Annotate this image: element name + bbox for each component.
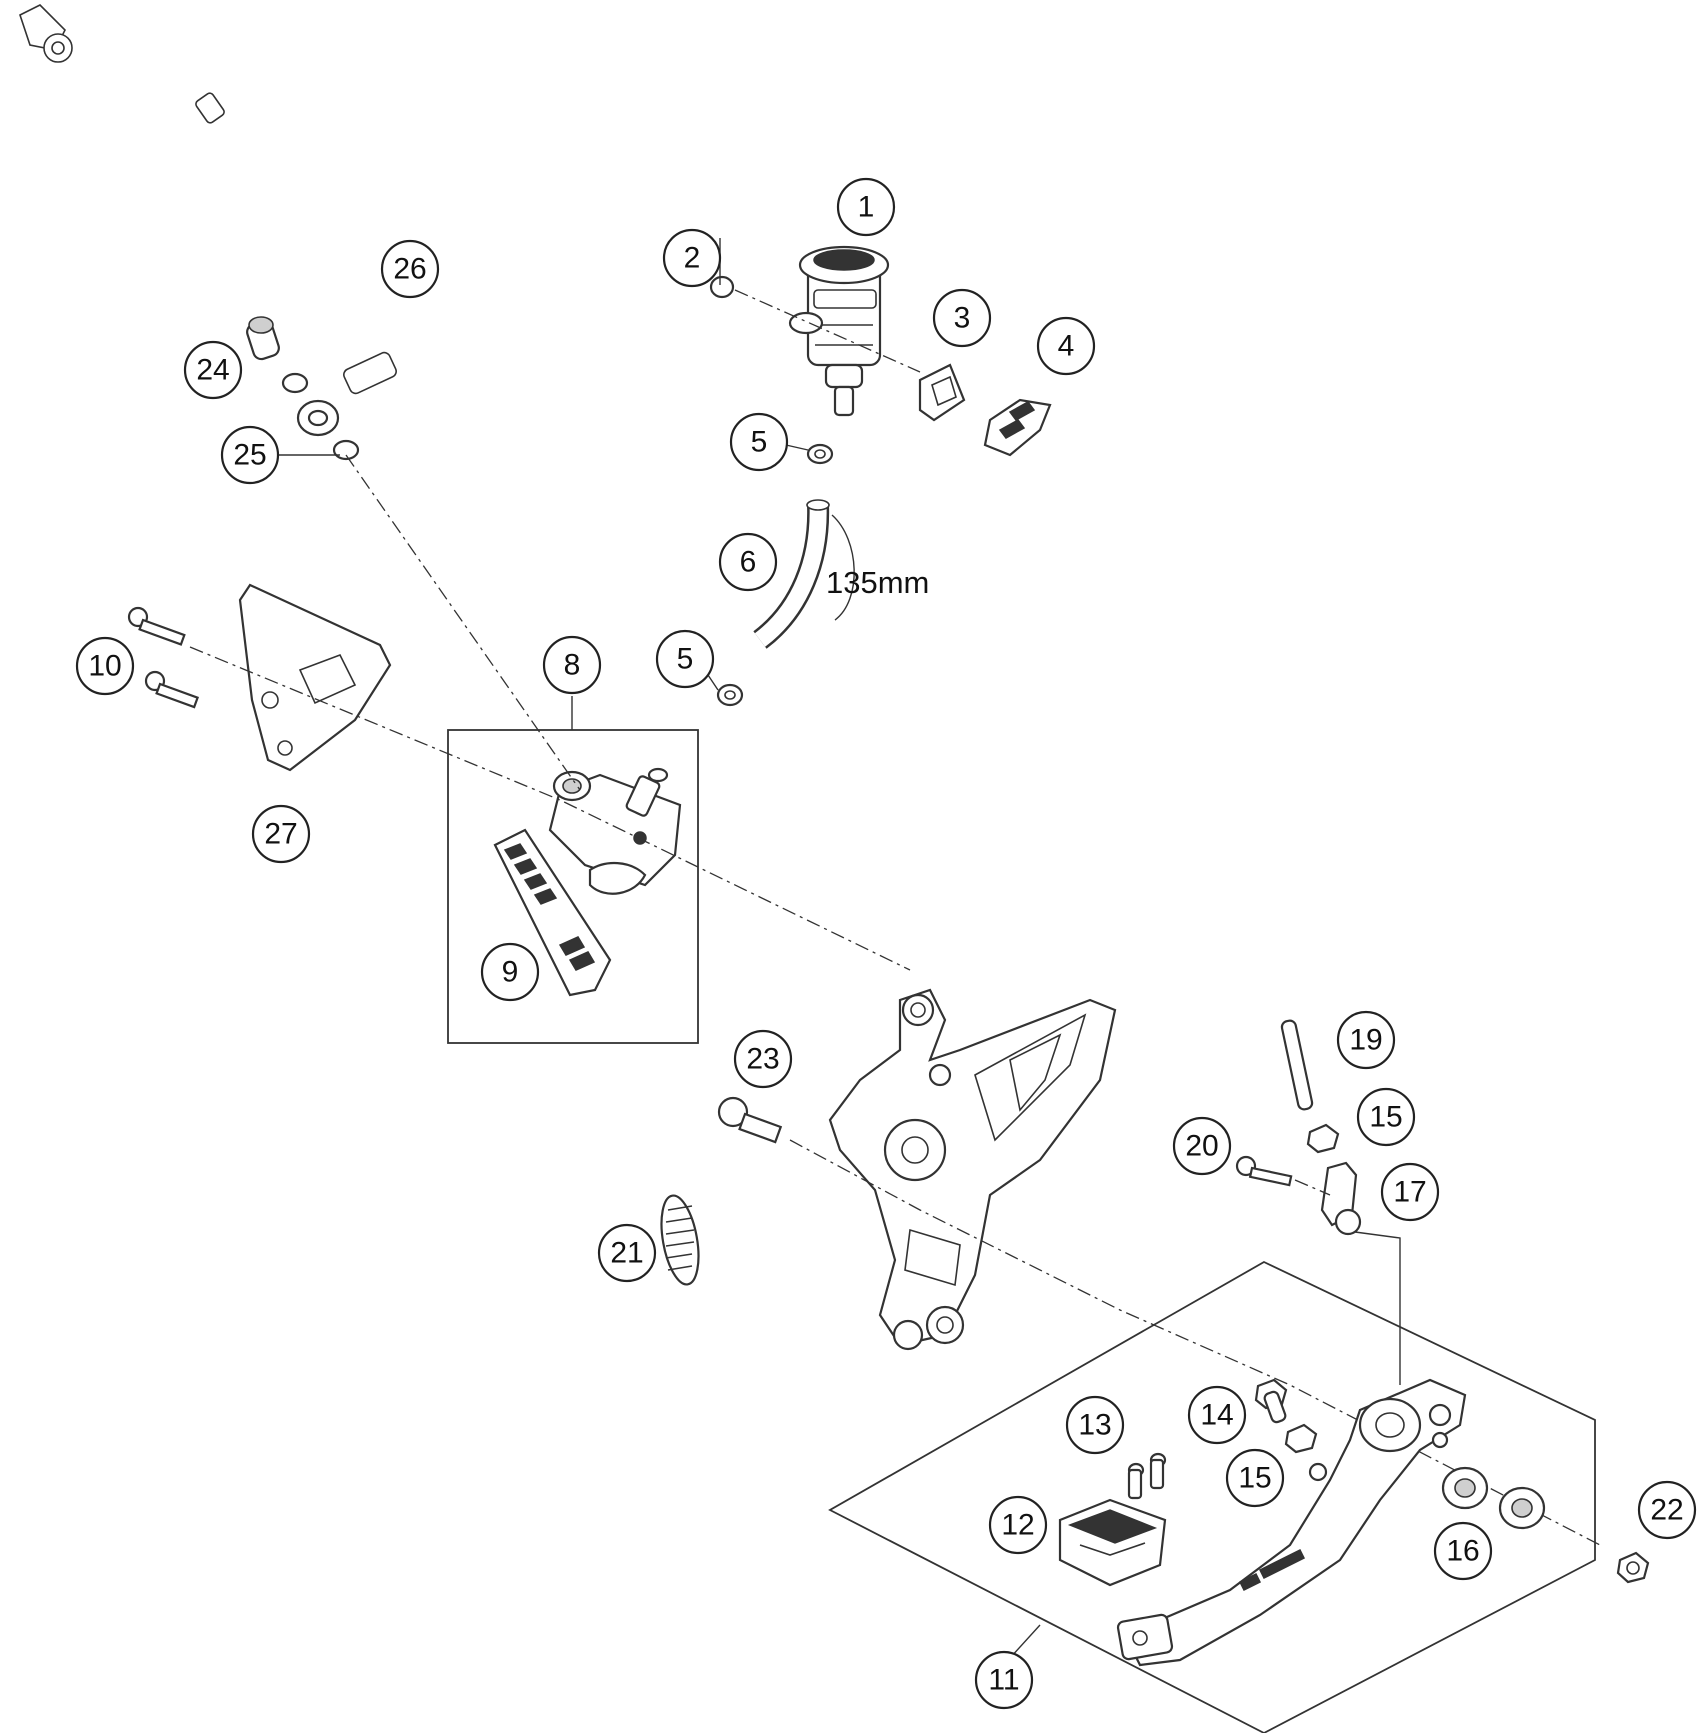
reservoir-hose [753, 499, 855, 649]
callout-15-lower: 15 [1225, 1448, 1285, 1508]
master-cylinder [548, 767, 682, 895]
callout-15-upper: 15 [1356, 1087, 1416, 1147]
callout-13-label: 13 [1078, 1409, 1111, 1442]
callout-4: 4 [1036, 316, 1096, 376]
hose-clamp-upper [806, 443, 834, 465]
callout-24-label: 24 [196, 354, 229, 387]
callout-25: 25 [220, 425, 280, 485]
return-spring [660, 1194, 700, 1286]
callout-19: 19 [1336, 1010, 1396, 1070]
banjo-bolt [246, 316, 280, 361]
lock-nut-upper [1306, 1123, 1340, 1154]
callout-3-label: 3 [954, 302, 971, 335]
hose-length-dimension: 135mm [826, 565, 929, 600]
callout-6-label: 6 [740, 546, 757, 579]
brake-fluid-reservoir [788, 245, 890, 417]
callout-16: 16 [1433, 1521, 1493, 1581]
master-cylinder-guard [238, 583, 392, 772]
banjo-axis-line [345, 454, 581, 791]
leader-5a [785, 444, 809, 451]
reservoir-clip [983, 398, 1052, 457]
callout-24: 24 [183, 340, 243, 400]
callout-15-upper-label: 15 [1369, 1101, 1402, 1134]
callout-22: 22 [1637, 1480, 1697, 1540]
callout-22-label: 22 [1650, 1494, 1683, 1527]
callout-26-label: 26 [393, 253, 426, 286]
callout-20: 20 [1172, 1116, 1232, 1176]
callout-20-label: 20 [1185, 1130, 1218, 1163]
callout-23-label: 23 [746, 1043, 779, 1076]
callout-5-upper-label: 5 [751, 426, 768, 459]
callout-21: 21 [597, 1223, 657, 1283]
callout-6: 6 [718, 532, 778, 592]
mounting-bolts [127, 606, 199, 709]
callout-16-label: 16 [1446, 1535, 1479, 1568]
callout-10-label: 10 [88, 650, 121, 683]
brake-pedal [1116, 1378, 1467, 1667]
pivot-nut [1254, 1378, 1288, 1424]
callout-14-label: 14 [1200, 1399, 1233, 1432]
callout-27-label: 27 [264, 818, 297, 851]
callout-12-label: 12 [1001, 1509, 1034, 1542]
callout-8-label: 8 [564, 649, 581, 682]
lock-nut-lower [1284, 1423, 1318, 1454]
callout-2: 2 [662, 228, 722, 288]
callout-19-label: 19 [1349, 1024, 1382, 1057]
callout-3: 3 [932, 288, 992, 348]
callout-9-label: 9 [502, 956, 519, 989]
bracket-bolt [717, 1096, 1601, 1546]
callout-25-label: 25 [233, 439, 266, 472]
brake-hose [19, 4, 500, 437]
callout-15-lower-label: 15 [1238, 1462, 1271, 1495]
hose-clamp-lower [716, 683, 744, 707]
pivot-lock-nut [1616, 1551, 1650, 1584]
brake-pedal-kit-frame [828, 1260, 1596, 1733]
callout-12: 12 [988, 1495, 1048, 1555]
callout-10: 10 [75, 636, 135, 696]
reservoir-holder [918, 363, 966, 422]
footrest-bracket [828, 988, 1117, 1351]
callout-9: 9 [480, 942, 540, 1002]
leader-11 [1009, 1624, 1041, 1659]
callout-5-upper: 5 [729, 412, 789, 472]
clevis-bolt [1235, 1155, 1331, 1196]
pivot-bushings [1441, 1466, 1546, 1530]
callout-2-label: 2 [684, 242, 701, 275]
footpeg-bolts [1127, 1452, 1167, 1500]
callout-26: 26 [380, 239, 440, 299]
callout-21-label: 21 [610, 1237, 643, 1270]
callout-17-label: 17 [1393, 1176, 1426, 1209]
callout-8: 8 [542, 635, 602, 695]
callout-11-label: 11 [988, 1664, 1019, 1697]
clevis-pin [1280, 1019, 1314, 1111]
piston-spring-assembly [493, 828, 612, 997]
reservoir-screw [709, 275, 921, 373]
callout-1-label: 1 [858, 191, 875, 224]
sealing-washers [281, 372, 360, 461]
callout-5-lower-label: 5 [677, 643, 694, 676]
bolt-axis-line [189, 646, 911, 971]
callout-11: 11 [974, 1650, 1034, 1710]
callout-14: 14 [1187, 1385, 1247, 1445]
brake-pedal-tip [1058, 1498, 1167, 1587]
callout-27: 27 [251, 804, 311, 864]
callout-13: 13 [1065, 1395, 1125, 1455]
callout-17: 17 [1380, 1162, 1440, 1222]
callout-4-label: 4 [1058, 330, 1075, 363]
callout-1: 1 [836, 177, 896, 237]
clevis-fork [1320, 1161, 1401, 1385]
master-cylinder-kit-frame [447, 729, 699, 1044]
callout-23: 23 [733, 1029, 793, 1089]
callout-5-lower: 5 [655, 629, 715, 689]
